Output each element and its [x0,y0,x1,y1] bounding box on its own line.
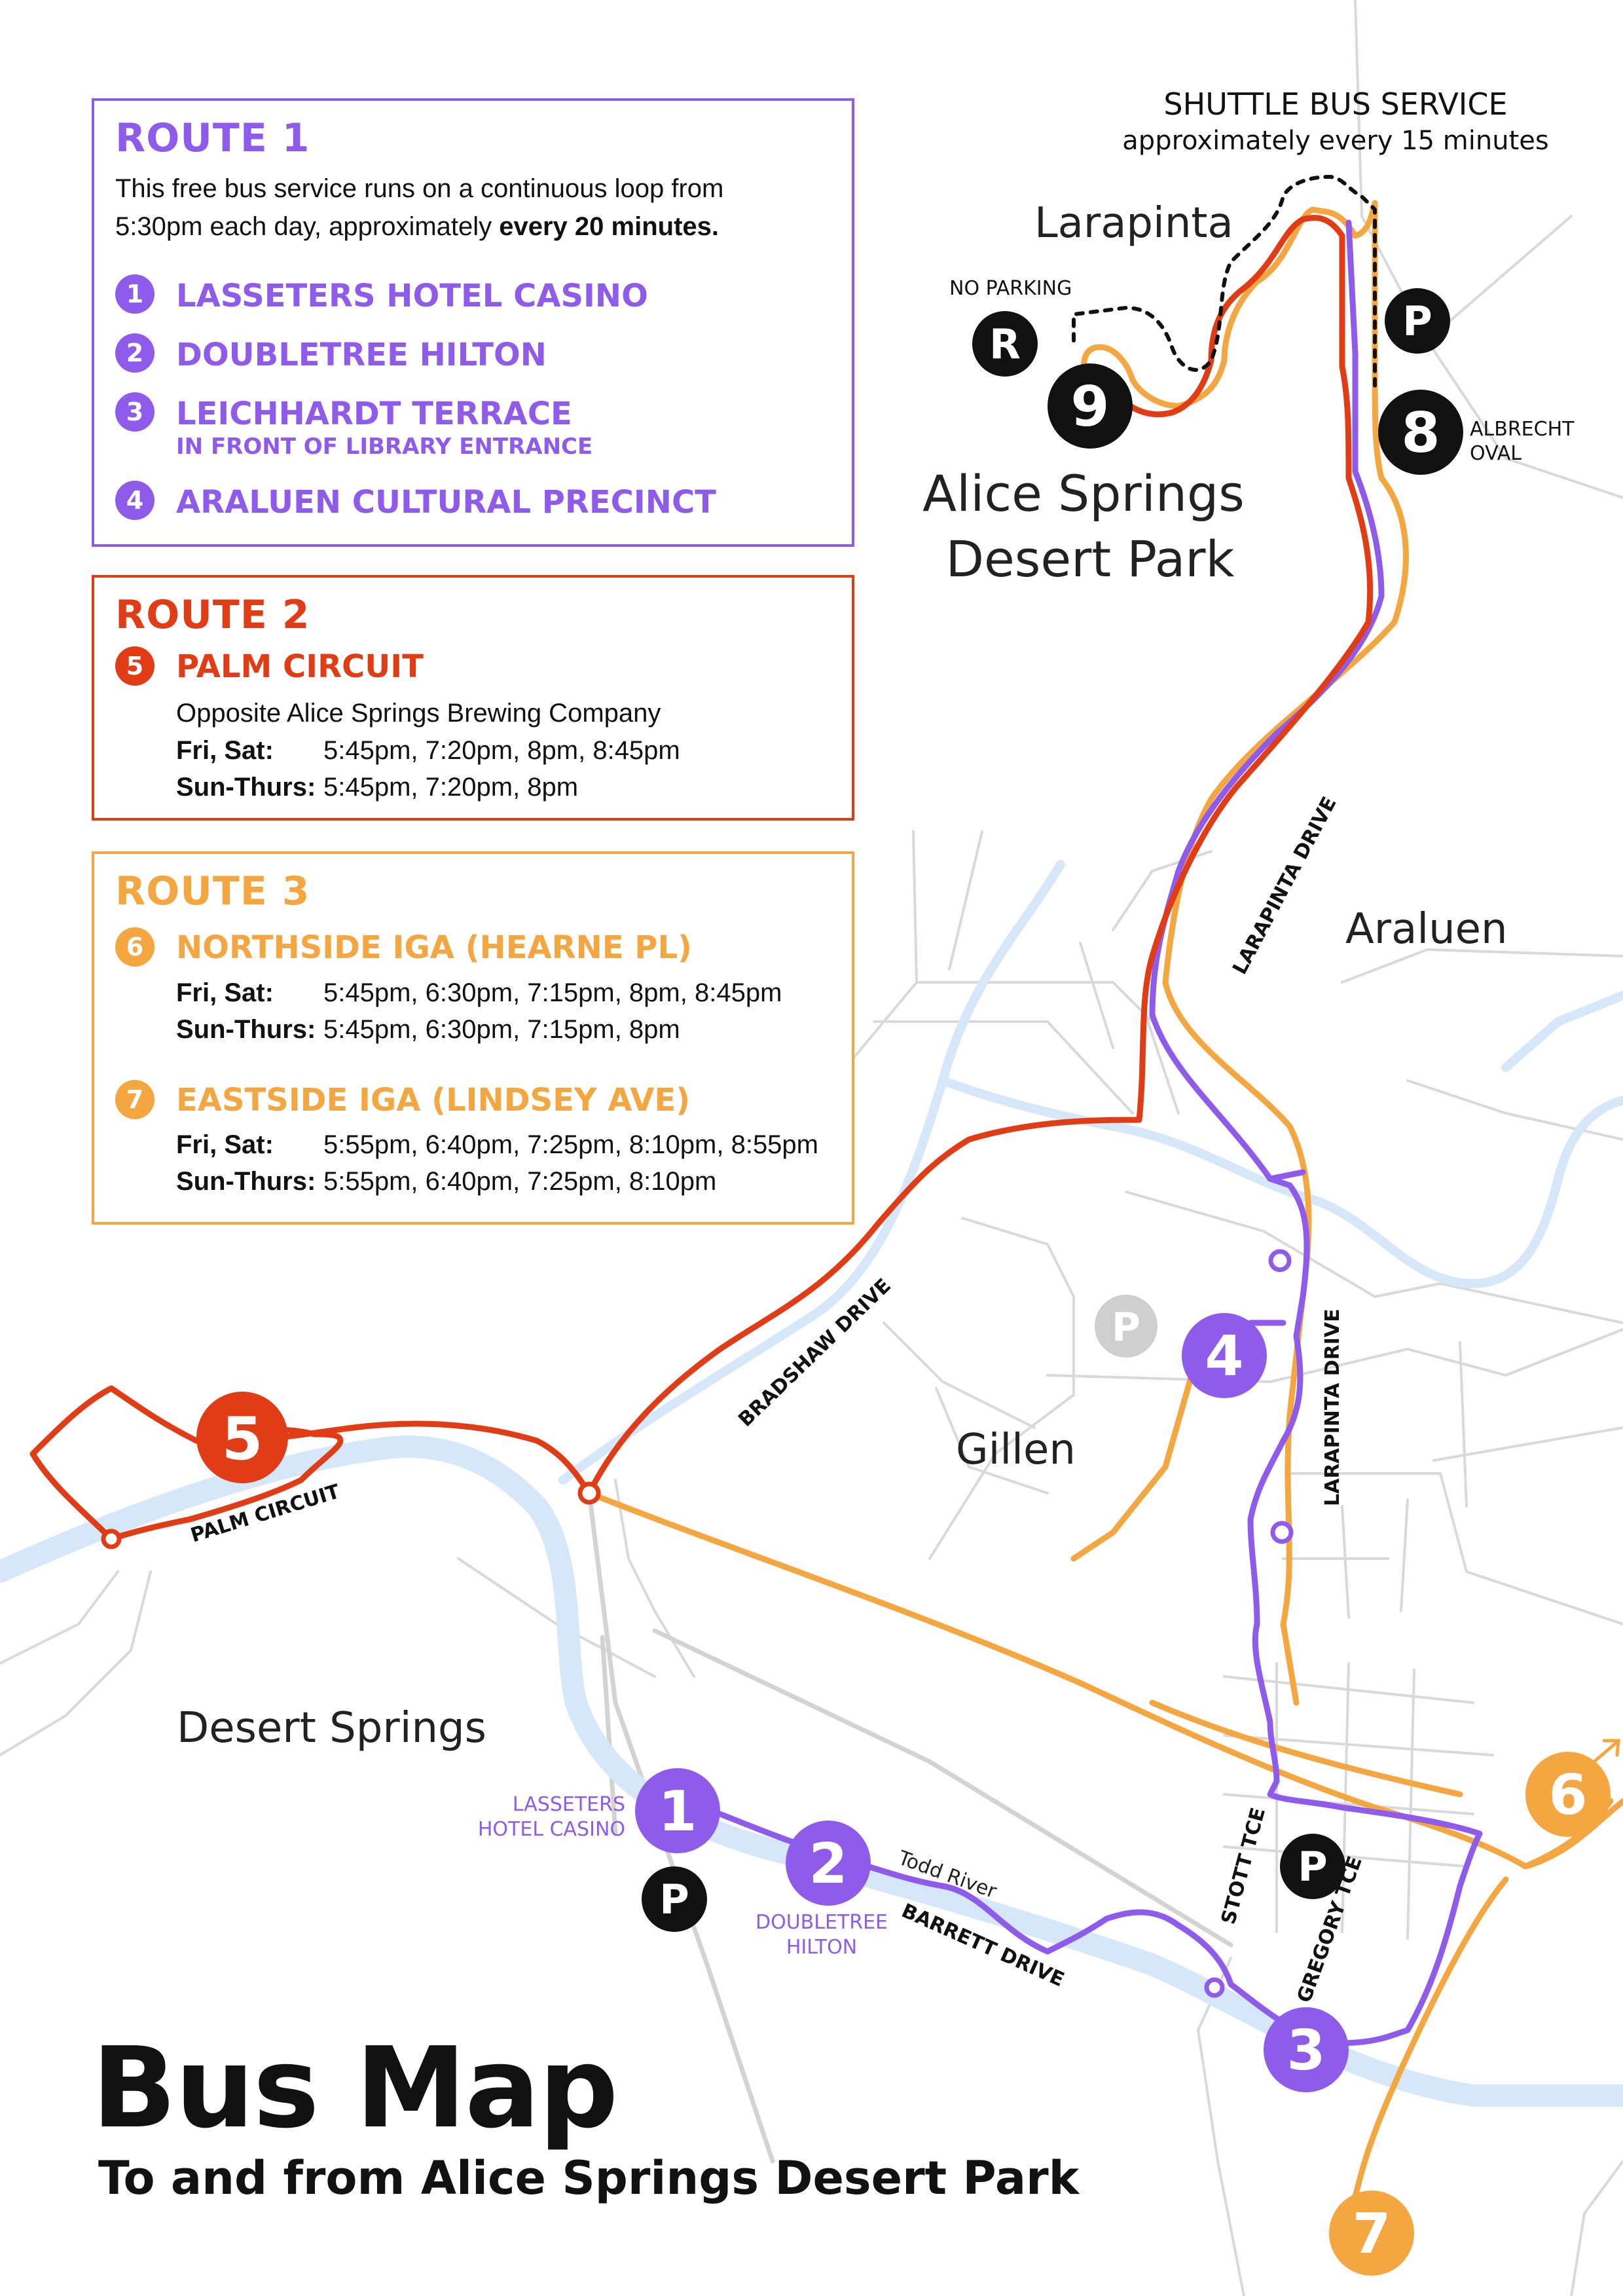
stop-marker-7[interactable]: 7 [1329,2191,1414,2276]
place-labels: Larapinta Alice Springs Desert Park Aral… [177,199,1508,1752]
lasseters-label-line1: LASSETERS [513,1793,625,1816]
route-2-times-2: 5:45pm, 7:20pm, 8pm [323,773,579,802]
route-2-location: Opposite Alice Springs Brewing Company [176,699,661,728]
place-desert-springs: Desert Springs [177,1704,486,1752]
route-3-stop-7-name[interactable]: EASTSIDE IGA (LINDSEY AVE) [176,1082,691,1119]
route-1-stop-1-name[interactable]: LASSETERS HOTEL CASINO [176,278,648,314]
route-2-title: ROUTE 2 [115,592,310,638]
albrecht-oval-label-line2: OVAL [1470,442,1522,465]
lasseters-label-line2: HOTEL CASINO [478,1818,625,1841]
stop-marker-8-num: 8 [1401,401,1440,466]
shuttle-route-line [1072,175,1377,395]
stop-marker-2-num: 2 [809,1832,847,1897]
route-3-stop-6-times-1: 5:45pm, 6:30pm, 7:15pm, 8pm, 8:45pm [323,978,782,1007]
route-1-desc-line1: This free bus service runs on a continuo… [115,174,724,203]
route-1-stop-3-sub: IN FRONT OF LIBRARY ENTRANCE [176,434,593,460]
route-3-stop-7-days-1: Fri, Sat: [176,1130,274,1159]
route-1-desc-frequency: every 20 minutes. [499,212,719,241]
route-1-stop-2-name[interactable]: DOUBLETREE HILTON [176,337,547,373]
stop-marker-4[interactable]: 4 [1182,1313,1267,1398]
route-3-line [586,200,1623,2230]
parking-icon-letter: P [1402,297,1432,345]
route-1-title: ROUTE 1 [115,115,310,161]
stop-marker-5[interactable]: 5 [196,1392,288,1483]
place-desert-park-line2: Desert Park [945,530,1234,588]
road-label-larapinta-drive-south: LARAPINTA DRIVE [1321,1308,1344,1506]
place-larapinta: Larapinta [1034,199,1233,248]
parking-icon: P [1385,288,1450,354]
shuttle-title: SHUTTLE BUS SERVICE [1163,86,1507,122]
stop-marker-1-num: 1 [658,1779,697,1844]
page-subtitle: To and from Alice Springs Desert Park [98,2151,1080,2205]
parking-icon-letter: P [1112,1305,1140,1350]
route-1-stop-4-name[interactable]: ARALUEN CULTURAL PRECINCT [176,484,716,521]
route-1-stop-2-badge: 2 [115,333,155,373]
route-2-days-2: Sun-Thurs: [176,773,316,802]
route-3-stop-6-days-1: Fri, Sat: [176,978,274,1007]
no-parking-label: NO PARKING [949,277,1072,300]
route-2-stop-5-name[interactable]: PALM CIRCUIT [176,648,424,685]
place-desert-park-line1: Alice Springs [922,464,1245,523]
road-label-larapinta-drive-north: LARAPINTA DRIVE [1228,793,1341,978]
doubletree-label-line2: HILTON [786,1936,857,1959]
stop-marker-2[interactable]: 2 [786,1821,871,1906]
route-2-panel: ROUTE 2 5 PALM CIRCUIT Opposite Alice Sp… [92,575,854,821]
no-parking-icon: R [972,311,1038,377]
route-2-stop-5-badge: 5 [115,646,155,686]
shuttle-subtitle: approximately every 15 minutes [1122,126,1548,156]
parking-icon: P [1095,1295,1158,1358]
shuttle-label: SHUTTLE BUS SERVICE approximately every … [1122,86,1548,156]
stop-marker-5-num: 5 [222,1405,263,1473]
parking-icon-letter: P [659,1876,689,1923]
stop-marker-4-num: 4 [1205,1324,1243,1389]
place-araluen: Araluen [1345,905,1508,954]
route-1-stop-4-badge: 4 [115,481,155,520]
parking-markers: P P P P R [642,288,1450,1932]
route-3-stop-7-times-2: 5:55pm, 6:40pm, 7:25pm, 8:10pm [323,1167,717,1196]
route-3-stop-6-badge: 6 [115,927,155,967]
route-1-stop-3-name[interactable]: LEICHHARDT TERRACE [176,396,572,432]
parking-icon: P [1280,1834,1345,1899]
route-2-days-1: Fri, Sat: [176,736,274,765]
route-3-stop-7-days-2: Sun-Thurs: [176,1167,316,1196]
stop-marker-3[interactable]: 3 [1264,2007,1349,2092]
direction-arrow-icon [1592,1739,1620,1764]
parking-icon-letter: P [1298,1843,1327,1891]
doubletree-label-line1: DOUBLETREE [756,1911,888,1934]
page-title: Bus Map [92,2024,619,2153]
stop-marker-9-num: 9 [1070,375,1109,439]
stop-marker-6[interactable]: 6 [1525,1752,1611,1837]
stop-marker-7-num: 7 [1352,2202,1391,2267]
route-3-stop-6-days-2: Sun-Thurs: [176,1015,316,1044]
stop-markers: 1 2 3 4 5 6 7 8 9 [196,363,1611,2276]
small-labels: NO PARKING ALBRECHT OVAL LASSETERS HOTEL… [478,277,1575,1959]
route-3-stop-6-times-2: 5:45pm, 6:30pm, 7:15pm, 8pm [323,1015,680,1044]
stop-marker-8[interactable]: 8 [1378,390,1463,475]
route-3-stop-7-badge: 7 [115,1080,155,1119]
route-1-stop-3-badge: 3 [115,392,155,432]
route-1-desc-line2: 5:30pm each day, approximately every 20 … [115,212,719,242]
route-3-title: ROUTE 3 [115,868,310,914]
stop-marker-1[interactable]: 1 [635,1768,720,1853]
parking-icon: P [642,1866,707,1932]
route-1-stop-1-badge: 1 [115,274,155,314]
junction-markers [101,1249,1294,1998]
route-2-times-1: 5:45pm, 7:20pm, 8pm, 8:45pm [323,736,680,765]
route-3-stop-7-times-1: 5:55pm, 6:40pm, 7:25pm, 8:10pm, 8:55pm [323,1130,818,1159]
stop-marker-6-num: 6 [1548,1763,1587,1828]
stop-marker-3-num: 3 [1286,2018,1325,2083]
route-2-line [29,215,1374,1542]
road-label-stott-tce: STOTT TCE [1217,1805,1270,1927]
stop-marker-9[interactable]: 9 [1048,363,1133,449]
albrecht-oval-label-line1: ALBRECHT [1470,418,1575,441]
no-parking-icon-letter: R [989,320,1021,368]
route-3-panel: ROUTE 3 6 NORTHSIDE IGA (HEARNE PL) Fri,… [92,851,854,1225]
route-3-stop-6-name[interactable]: NORTHSIDE IGA (HEARNE PL) [176,929,692,966]
route-1-desc-prefix: 5:30pm each day, approximately [115,212,500,241]
place-gillen: Gillen [956,1426,1076,1474]
route-1-panel: ROUTE 1 This free bus service runs on a … [92,98,854,547]
